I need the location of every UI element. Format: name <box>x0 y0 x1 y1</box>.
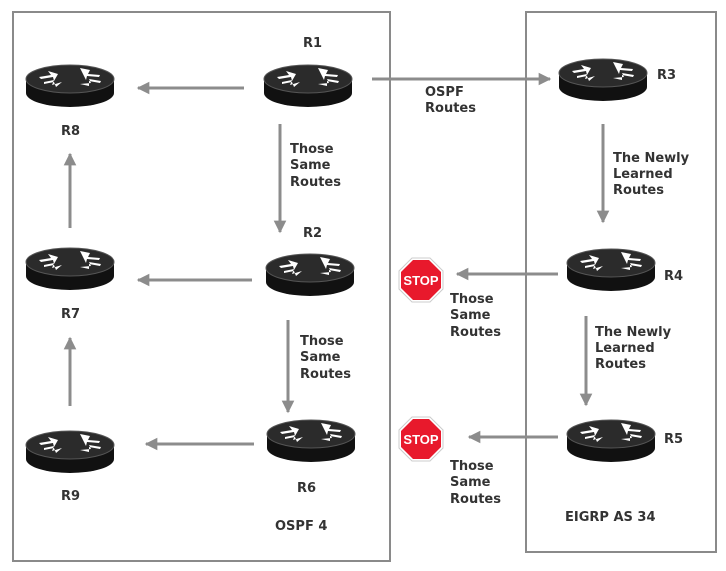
router-label-r9: R9 <box>61 489 80 504</box>
router-r5-icon <box>566 419 656 463</box>
router-r2-icon <box>265 253 355 297</box>
stop-sign-icon: STOP <box>398 257 444 303</box>
edge-label-same-routes: Those <box>290 142 334 157</box>
eigrp-domain-box <box>525 11 717 553</box>
stop-sign-icon: STOP <box>398 416 444 462</box>
router-label-r6: R6 <box>297 481 316 496</box>
edge-label-same-routes: Same <box>450 475 491 490</box>
edge-label-same-routes: Same <box>450 308 491 323</box>
edge-label-same-routes: Routes <box>300 367 351 382</box>
router-label-r3: R3 <box>657 68 676 83</box>
edge-label-same-routes: Those <box>450 292 494 307</box>
edge-label-newly-learned: Learned <box>595 341 655 356</box>
stop-sign-label: STOP <box>403 273 438 288</box>
router-r8-icon <box>25 64 115 108</box>
edge-label-same-routes: Routes <box>290 175 341 190</box>
edge-label-ospf-routes: OSPF <box>425 85 464 100</box>
router-r4-icon <box>566 248 656 292</box>
router-label-r8: R8 <box>61 124 80 139</box>
edge-label-ospf-routes: Routes <box>425 101 476 116</box>
ospf-domain-label: OSPF 4 <box>275 519 327 534</box>
router-r7-icon <box>25 247 115 291</box>
router-label-r4: R4 <box>664 269 683 284</box>
edge-label-same-routes: Same <box>300 350 341 365</box>
edge-label-same-routes: Routes <box>450 492 501 507</box>
edge-label-newly-learned: Routes <box>613 183 664 198</box>
router-r1-icon <box>263 64 353 108</box>
edge-label-same-routes: Routes <box>450 325 501 340</box>
edge-label-newly-learned: Routes <box>595 357 646 372</box>
router-label-r1: R1 <box>303 36 322 51</box>
edge-label-same-routes: Those <box>300 334 344 349</box>
router-label-r5: R5 <box>664 432 683 447</box>
edge-label-newly-learned: The Newly <box>613 151 690 166</box>
ospf-domain-box <box>12 11 391 562</box>
router-r9-icon <box>25 430 115 474</box>
stop-sign-label: STOP <box>403 432 438 447</box>
eigrp-domain-label: EIGRP AS 34 <box>565 510 656 525</box>
router-label-r2: R2 <box>303 226 322 241</box>
router-r6-icon <box>266 419 356 463</box>
router-label-r7: R7 <box>61 307 80 322</box>
edge-label-newly-learned: Learned <box>613 167 673 182</box>
router-r3-icon <box>558 58 648 102</box>
edge-label-newly-learned: The Newly <box>595 325 672 340</box>
edge-label-same-routes: Those <box>450 459 494 474</box>
edge-label-same-routes: Same <box>290 158 331 173</box>
